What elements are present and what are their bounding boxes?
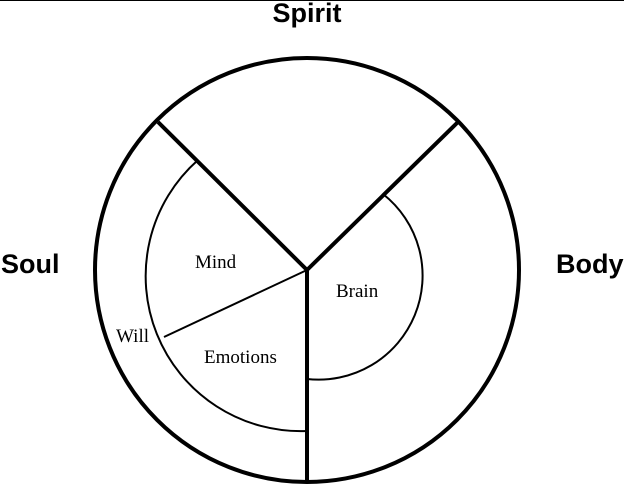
divider-spirit-body xyxy=(305,120,460,272)
will-label: Will xyxy=(116,326,149,347)
brain-label: Brain xyxy=(336,281,379,302)
mind-label: Mind xyxy=(195,252,237,273)
divider-mind-emotions xyxy=(163,269,308,338)
body-label: Body xyxy=(556,249,624,279)
soul-inner-arc xyxy=(144,159,308,433)
top-border-line xyxy=(0,0,624,1)
brain-inner-arc xyxy=(306,193,424,381)
divider-spirit-soul xyxy=(156,120,309,272)
emotions-label: Emotions xyxy=(204,347,277,368)
spirit-label: Spirit xyxy=(272,0,341,28)
soul-label: Soul xyxy=(1,249,60,279)
